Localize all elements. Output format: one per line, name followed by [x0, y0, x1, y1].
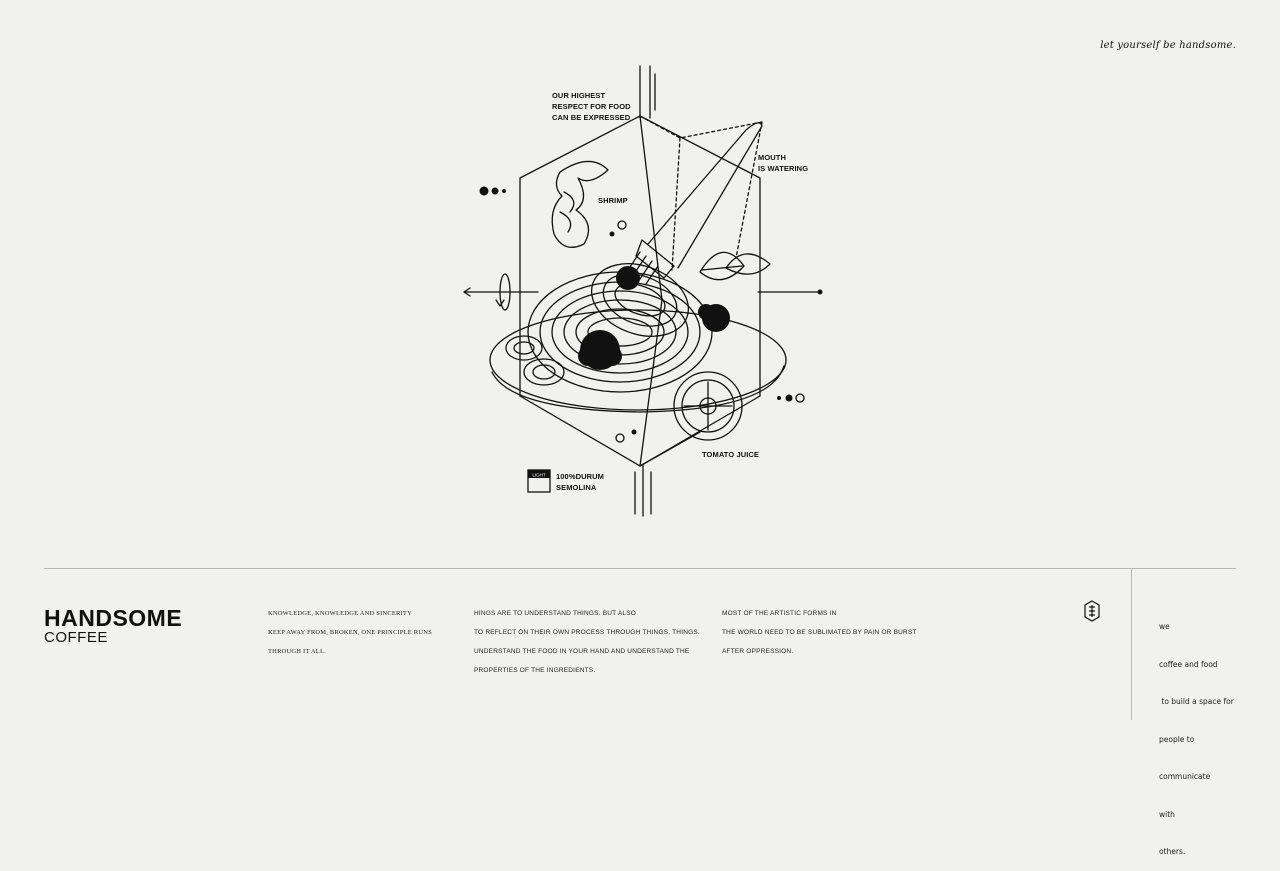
label-line: CAN BE EXPRESSED [552, 113, 631, 122]
footer-divider [44, 568, 1236, 569]
text-line: UNDERSTAND THE FOOD IN YOUR HAND AND UND… [474, 648, 690, 655]
text-line: TO REFLECT ON THEIR OWN PROCESS THROUGH … [474, 629, 700, 636]
brand-name: HANDSOME [44, 605, 183, 631]
text-column-1: KNOWLEDGE, KNOWLEDGE AND SINCERITY KEEP … [268, 604, 432, 661]
label-line: SEMOLINA [556, 483, 597, 492]
text-line: THE WORLD NEED TO BE SUBLIMATED BY PAIN … [722, 629, 917, 636]
note-line: with [1159, 809, 1175, 819]
text-line: KNOWLEDGE, KNOWLEDGE AND SINCERITY [268, 610, 413, 617]
label-mouth-watering: MOUTH IS WATERING [758, 152, 808, 174]
label-line: MOUTH [758, 153, 786, 162]
label-line: RESPECT FOR FOOD [552, 102, 631, 111]
text-line: KEEP AWAY FROM, BROKEN, ONE PRINCIPLE RU… [268, 629, 432, 636]
note-line: to build a space for [1159, 697, 1234, 706]
note-line: others. [1159, 847, 1186, 856]
hexagon-logo-icon [1084, 600, 1100, 622]
label-line: 100%DURUM [556, 472, 604, 481]
note-line: we [1159, 622, 1170, 631]
label-tomato-juice: TOMATO JUICE [702, 450, 760, 459]
label-line: OUR HIGHEST [552, 91, 606, 100]
tagline: let yourself be handsome. [1100, 40, 1236, 51]
label-line: IS WATERING [758, 164, 809, 173]
note-line: communicate [1159, 772, 1211, 781]
side-note: we coffee and food to build a space for … [1159, 596, 1234, 871]
note-line: coffee and food [1159, 659, 1218, 669]
brand-sub: COFFEE [44, 629, 108, 646]
label-shrimp: SHRIMP [598, 196, 628, 205]
label-food-respect: OUR HIGHEST RESPECT FOR FOOD CAN BE EXPR… [552, 90, 631, 123]
text-line: PROPERTIES OF THE INGREDIENTS. [474, 667, 596, 674]
text-line: MOST OF THE ARTISTIC FORMS IN [722, 610, 837, 617]
footer-vertical-divider [1131, 569, 1132, 720]
note-line: people to [1159, 734, 1195, 744]
text-column-3: MOST OF THE ARTISTIC FORMS IN THE WORLD … [722, 604, 917, 661]
text-column-2: HINGS ARE TO UNDERSTAND THINGS. BUT ALSO… [474, 604, 700, 680]
text-line: THROUGH IT ALL. [268, 648, 326, 655]
text-line: HINGS ARE TO UNDERSTAND THINGS. BUT ALSO [474, 610, 636, 617]
brand-logo: HANDSOME COFFEE [44, 606, 182, 646]
text-line: AFTER OPPRESSION. [722, 648, 794, 655]
pasta-illustration: LIGHT OUR HIGHEST RESPECT FOR FOOD CAN B… [440, 60, 840, 520]
badge-text: LIGHT [532, 473, 546, 478]
pasta-line-drawing: LIGHT [463, 65, 823, 517]
label-semolina: 100%DURUM SEMOLINA [556, 471, 604, 493]
